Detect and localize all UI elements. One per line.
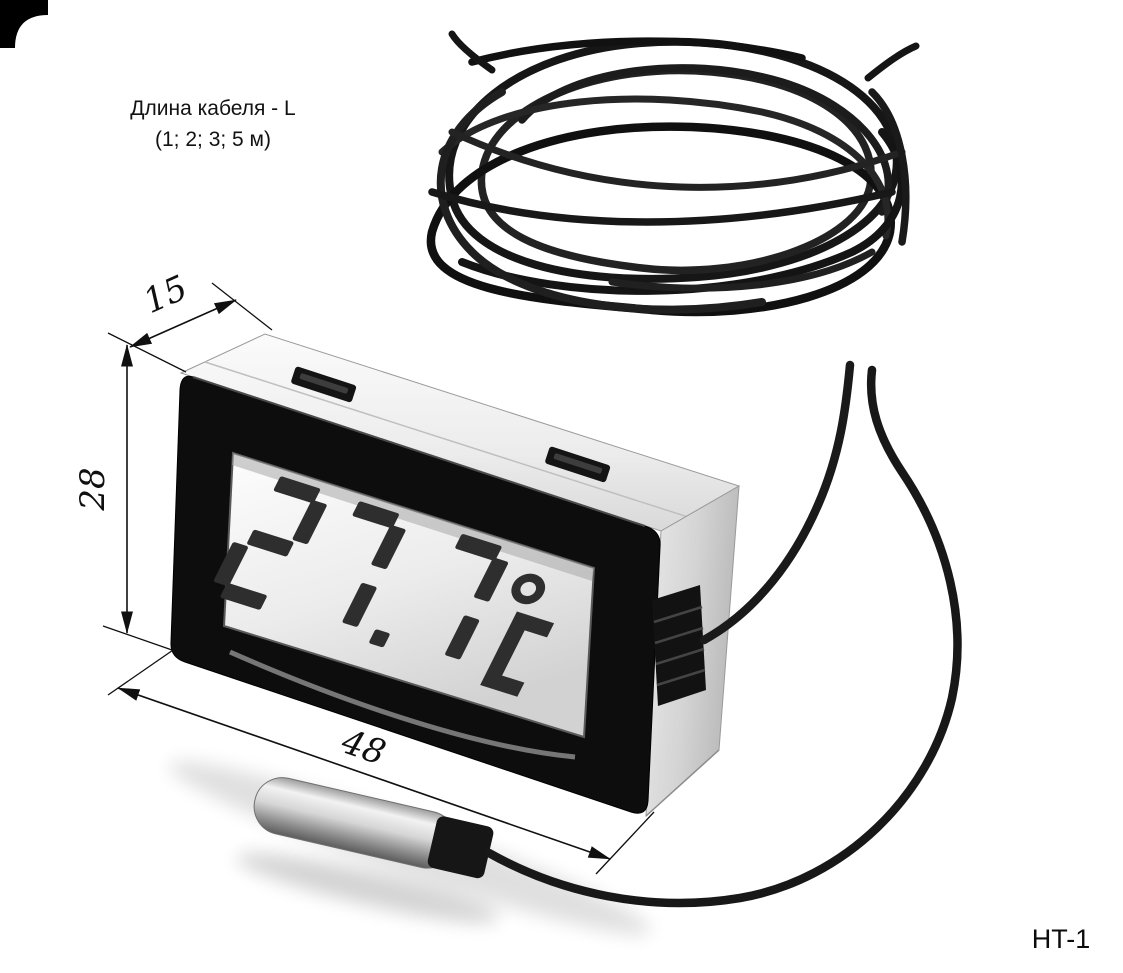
ext-line — [107, 647, 177, 696]
cable-device-lead — [699, 360, 855, 645]
side-bottom-edge — [645, 749, 720, 817]
cable-length-note-line1: Длина кабеля - L — [130, 97, 295, 120]
connector-block — [652, 585, 706, 706]
ext-line — [102, 625, 173, 651]
mounting-clip-left — [291, 366, 357, 403]
dim-line — [117, 687, 611, 860]
cable-probe-lead — [484, 365, 962, 908]
ext-line — [211, 282, 273, 331]
flange-step-line — [204, 361, 689, 518]
dim-line — [129, 299, 237, 348]
mounting-clip-right — [545, 446, 611, 483]
dim-height-label: 28 — [73, 467, 113, 511]
ext-line — [107, 332, 187, 373]
dimension-height: 28 — [73, 344, 173, 651]
lcd-top-shadow — [232, 453, 594, 581]
model-label: HT-1 — [1032, 924, 1091, 954]
bezel-top-highlight — [192, 376, 646, 527]
ext-line — [595, 811, 655, 875]
cable-length-note-line2: (1; 2; 3; 5 м) — [155, 128, 271, 151]
page-corner-mark — [0, 0, 48, 48]
lcd-display-value — [213, 476, 555, 697]
cable-coil — [426, 30, 920, 317]
